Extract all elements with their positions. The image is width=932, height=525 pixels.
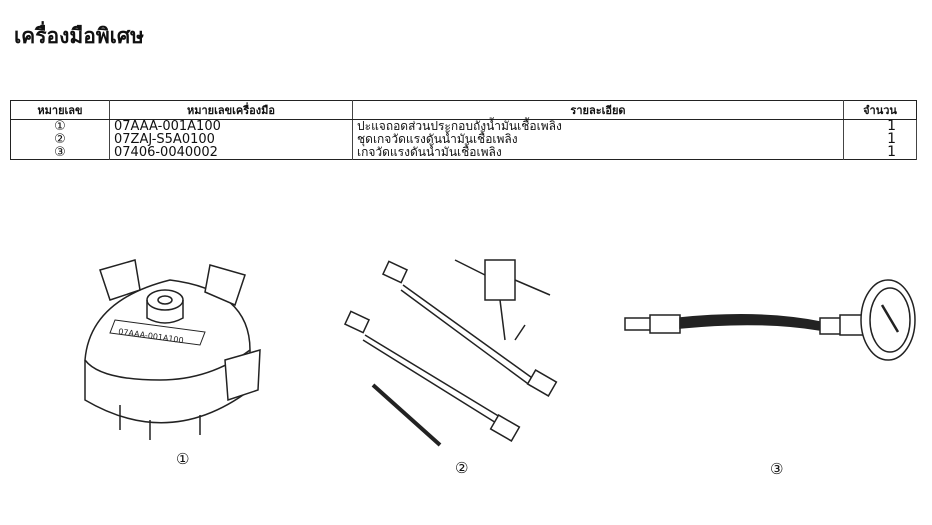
row-number: ②	[10, 133, 110, 146]
figure-2-label: ②	[455, 459, 469, 477]
figure-3-label: ③	[770, 460, 784, 478]
page-title: เครื่องมือพิเศษ	[14, 24, 145, 48]
header-number: หมายเลข	[10, 100, 110, 120]
header-quantity: จำนวน	[843, 100, 917, 120]
row-number: ①	[10, 119, 110, 133]
figure-1-label: ①	[176, 450, 190, 468]
row-quantity: 1	[843, 132, 917, 146]
row-tool-number: 07AAA-001A100	[109, 119, 353, 133]
row-description: ปะแจถอดส่วนประกอบถังน้ำมันเชื้อเพลิง	[352, 119, 844, 133]
wrench-illustration: 07AAA-001A100	[84, 259, 261, 440]
header-description: รายละเอียด	[352, 100, 844, 120]
gauge-set-illustration	[343, 259, 558, 447]
table-row: ② 07ZAJ-S5A0100 ชุดเกจวัดแรงดันน้ำมันเชื…	[10, 132, 917, 146]
row-quantity: 1	[843, 145, 917, 160]
table-row: ① 07AAA-001A100 ปะแจถอดส่วนประกอบถังน้ำม…	[10, 119, 917, 133]
row-description: เกจวัดแรงดันน้ำมันเชื้อเพลิง	[352, 146, 844, 160]
special-tools-table: หมายเลข หมายเลขเครื่องมือ รายละเอียด จำน…	[10, 100, 917, 160]
row-tool-number: 07ZAJ-S5A0100	[109, 133, 353, 146]
header-tool-number: หมายเลขเครื่องมือ	[109, 100, 353, 120]
pressure-gauge-illustration	[624, 279, 916, 361]
table-row: ③ 07406-0040002 เกจวัดแรงดันน้ำมันเชื้อเ…	[10, 145, 917, 160]
row-description: ชุดเกจวัดแรงดันน้ำมันเชื้อเพลิง	[352, 133, 844, 146]
row-quantity: 1	[843, 119, 917, 133]
row-number: ③	[10, 146, 110, 160]
table-header-row: หมายเลข หมายเลขเครื่องมือ รายละเอียด จำน…	[10, 100, 917, 120]
row-tool-number: 07406-0040002	[109, 146, 353, 160]
